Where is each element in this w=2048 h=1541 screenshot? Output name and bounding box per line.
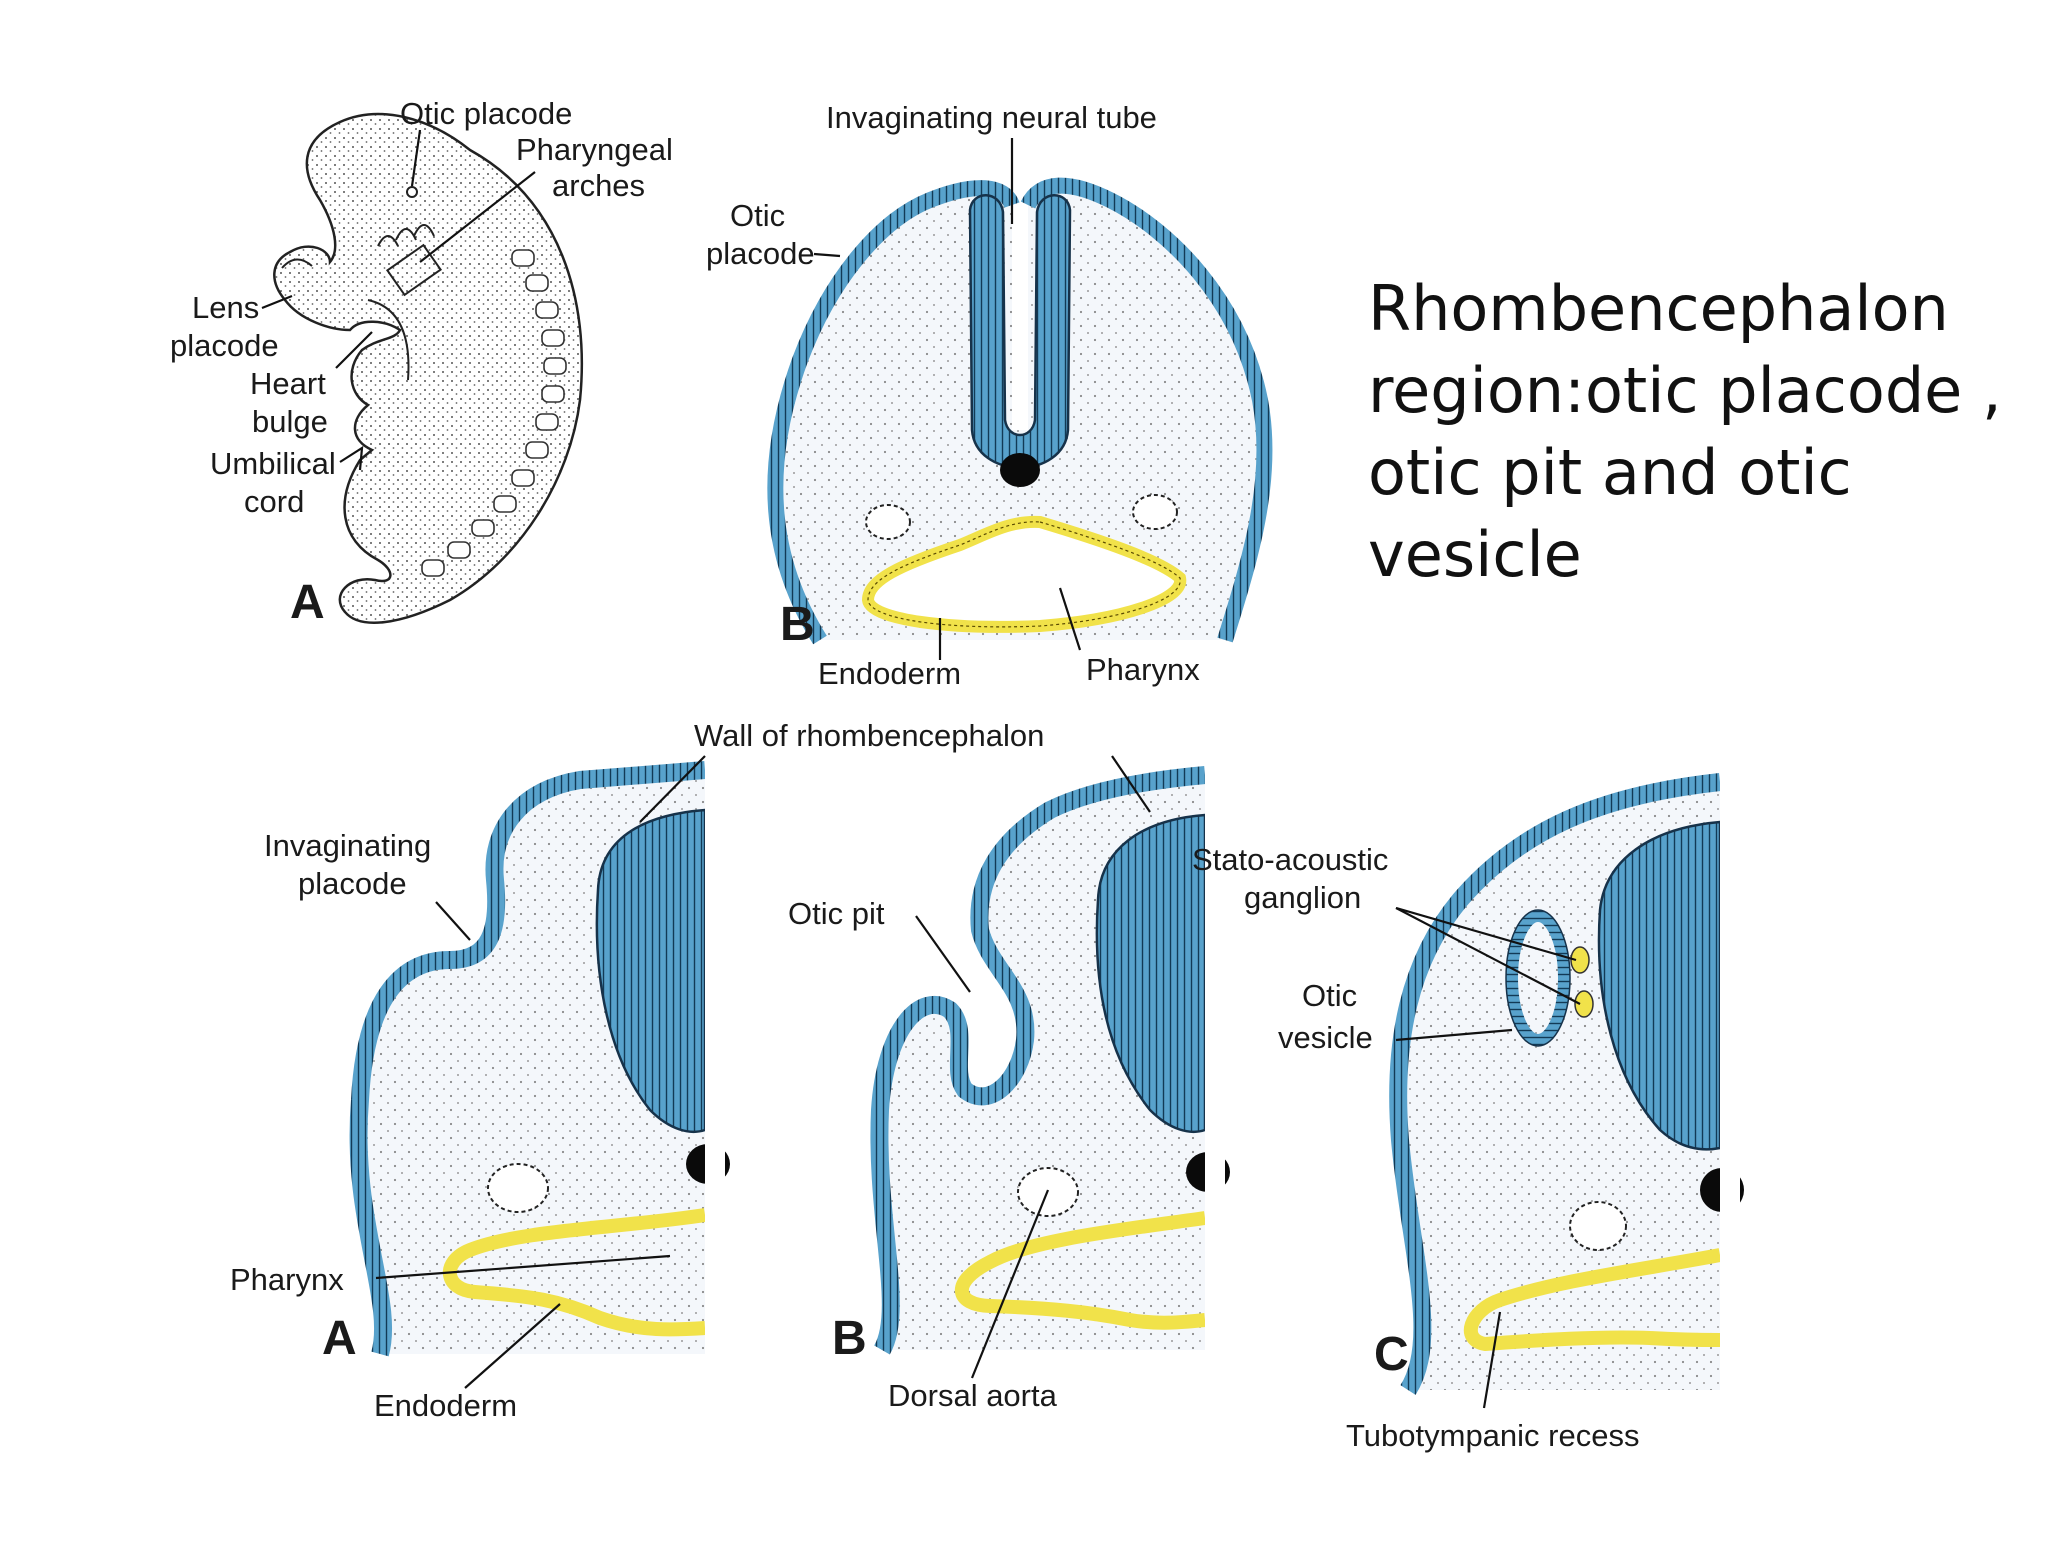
bottom-panel-b bbox=[870, 760, 1230, 1360]
label-endoderm-a: Endoderm bbox=[374, 1388, 517, 1423]
label-invaginating: Invaginating bbox=[264, 828, 431, 863]
panel-letter-bottom-b: B bbox=[832, 1312, 867, 1365]
lens-placode-outline bbox=[281, 258, 313, 269]
leader-otic-placode-b bbox=[813, 252, 841, 258]
pharyngeal-arches-box bbox=[385, 243, 443, 297]
ganglion-lower bbox=[1574, 990, 1594, 1018]
panel-c-endoderm bbox=[1463, 1248, 1722, 1352]
panel-a-ectoderm bbox=[349, 761, 706, 1357]
label-placode: placode bbox=[170, 328, 279, 363]
heart-bulge-outline bbox=[367, 299, 410, 381]
top-section-b bbox=[767, 177, 1273, 645]
label-pharynx-a: Pharynx bbox=[230, 1262, 344, 1297]
dorsal-aorta-right bbox=[1132, 494, 1178, 530]
panel-letter-bottom-a: A bbox=[322, 1312, 357, 1365]
somites bbox=[421, 249, 567, 577]
label-invaginating-neural-tube: Invaginating neural tube bbox=[826, 100, 1157, 135]
label-ganglion: ganglion bbox=[1244, 880, 1361, 915]
leader-endoderm-a bbox=[464, 1303, 561, 1389]
leader-wall-a bbox=[639, 755, 706, 823]
otic-placode-dot bbox=[406, 186, 418, 198]
panel-letter-bottom-c: C bbox=[1374, 1328, 1409, 1381]
leader-tubotympanic bbox=[1482, 1311, 1502, 1409]
label-bulge: bulge bbox=[252, 404, 328, 439]
label-stato-acoustic: Stato-acoustic bbox=[1192, 842, 1388, 877]
label-otic-placode: Otic placode bbox=[400, 96, 572, 131]
label-lens: Lens bbox=[192, 290, 259, 325]
label-otic-b: Otic bbox=[730, 198, 785, 233]
label-pharyngeal: Pharyngeal bbox=[516, 132, 673, 167]
panel-c-neural-wall bbox=[1597, 820, 1722, 1151]
label-otic-pit: Otic pit bbox=[788, 896, 885, 931]
leader-otic-pit bbox=[915, 915, 971, 993]
label-cord: cord bbox=[244, 484, 304, 519]
label-endoderm-b: Endoderm bbox=[818, 656, 961, 691]
panel-c-clip bbox=[1720, 760, 1740, 1400]
panel-b-endoderm bbox=[954, 1211, 1206, 1330]
label-tubotympanic-recess: Tubotympanic recess bbox=[1346, 1418, 1639, 1453]
label-vesicle: vesicle bbox=[1278, 1020, 1373, 1055]
panel-b-clip bbox=[1205, 760, 1225, 1360]
pharyngeal-arch-lines bbox=[377, 224, 435, 247]
panel-a-clip bbox=[705, 760, 725, 1360]
leader-heart-bulge bbox=[335, 331, 373, 369]
leader-otic-placode bbox=[410, 129, 422, 187]
leader-wall-b bbox=[1111, 755, 1151, 813]
label-placode-a: placode bbox=[298, 866, 407, 901]
leader-dorsal-aorta bbox=[970, 1189, 1050, 1379]
leader-invaginating-placode bbox=[435, 901, 471, 941]
leader-ganglion-1 bbox=[1395, 906, 1577, 962]
bottom-panel-c bbox=[1389, 760, 1744, 1400]
leader-pharynx-b bbox=[1058, 587, 1082, 651]
panel-b-neural-wall bbox=[1095, 813, 1207, 1134]
leader-pharynx-a bbox=[375, 1254, 671, 1280]
otic-vesicle bbox=[1506, 910, 1570, 1046]
leader-pharyngeal-arches bbox=[419, 171, 536, 263]
label-pharynx-b: Pharynx bbox=[1086, 652, 1200, 687]
label-umbilical: Umbilical bbox=[210, 446, 336, 481]
panel-a-neural-wall bbox=[595, 808, 707, 1134]
label-arches: arches bbox=[552, 168, 645, 203]
bottom-panel-a bbox=[349, 760, 730, 1360]
surface-ectoderm-right bbox=[1020, 177, 1273, 643]
surface-ectoderm bbox=[767, 180, 1020, 645]
otic-vesicle-outline bbox=[1505, 909, 1571, 1047]
panel-letter-top-a: A bbox=[290, 576, 325, 629]
label-dorsal-aorta: Dorsal aorta bbox=[888, 1378, 1058, 1413]
panel-a-dorsal-aorta bbox=[487, 1163, 549, 1213]
ganglion-upper bbox=[1570, 946, 1590, 974]
pharynx-endoderm-outline bbox=[867, 521, 1181, 628]
panel-b-ectoderm bbox=[870, 766, 1206, 1355]
notochord bbox=[1000, 453, 1040, 487]
neural-tube bbox=[968, 194, 1072, 469]
label-wall-of-rhombencephalon: Wall of rhombencephalon bbox=[694, 718, 1044, 753]
dorsal-aorta-left bbox=[865, 504, 911, 540]
panel-a-endoderm bbox=[443, 1208, 707, 1337]
embryo-drawing bbox=[273, 112, 584, 624]
label-otic-c: Otic bbox=[1302, 978, 1357, 1013]
leader-ganglion-2 bbox=[1395, 907, 1581, 1005]
label-placode-b: placode bbox=[706, 236, 815, 271]
panel-c-ectoderm bbox=[1389, 773, 1721, 1395]
leader-umbilical-cord bbox=[339, 445, 364, 471]
leader-otic-vesicle bbox=[1395, 1028, 1513, 1042]
label-heart: Heart bbox=[250, 366, 326, 401]
panel-c-dorsal-aorta bbox=[1569, 1201, 1627, 1251]
slide-title: Rhombencephalon region:otic placode , ot… bbox=[1368, 272, 2002, 591]
leader-lens-placode bbox=[261, 294, 293, 310]
panel-letter-top-b: B bbox=[780, 598, 815, 651]
